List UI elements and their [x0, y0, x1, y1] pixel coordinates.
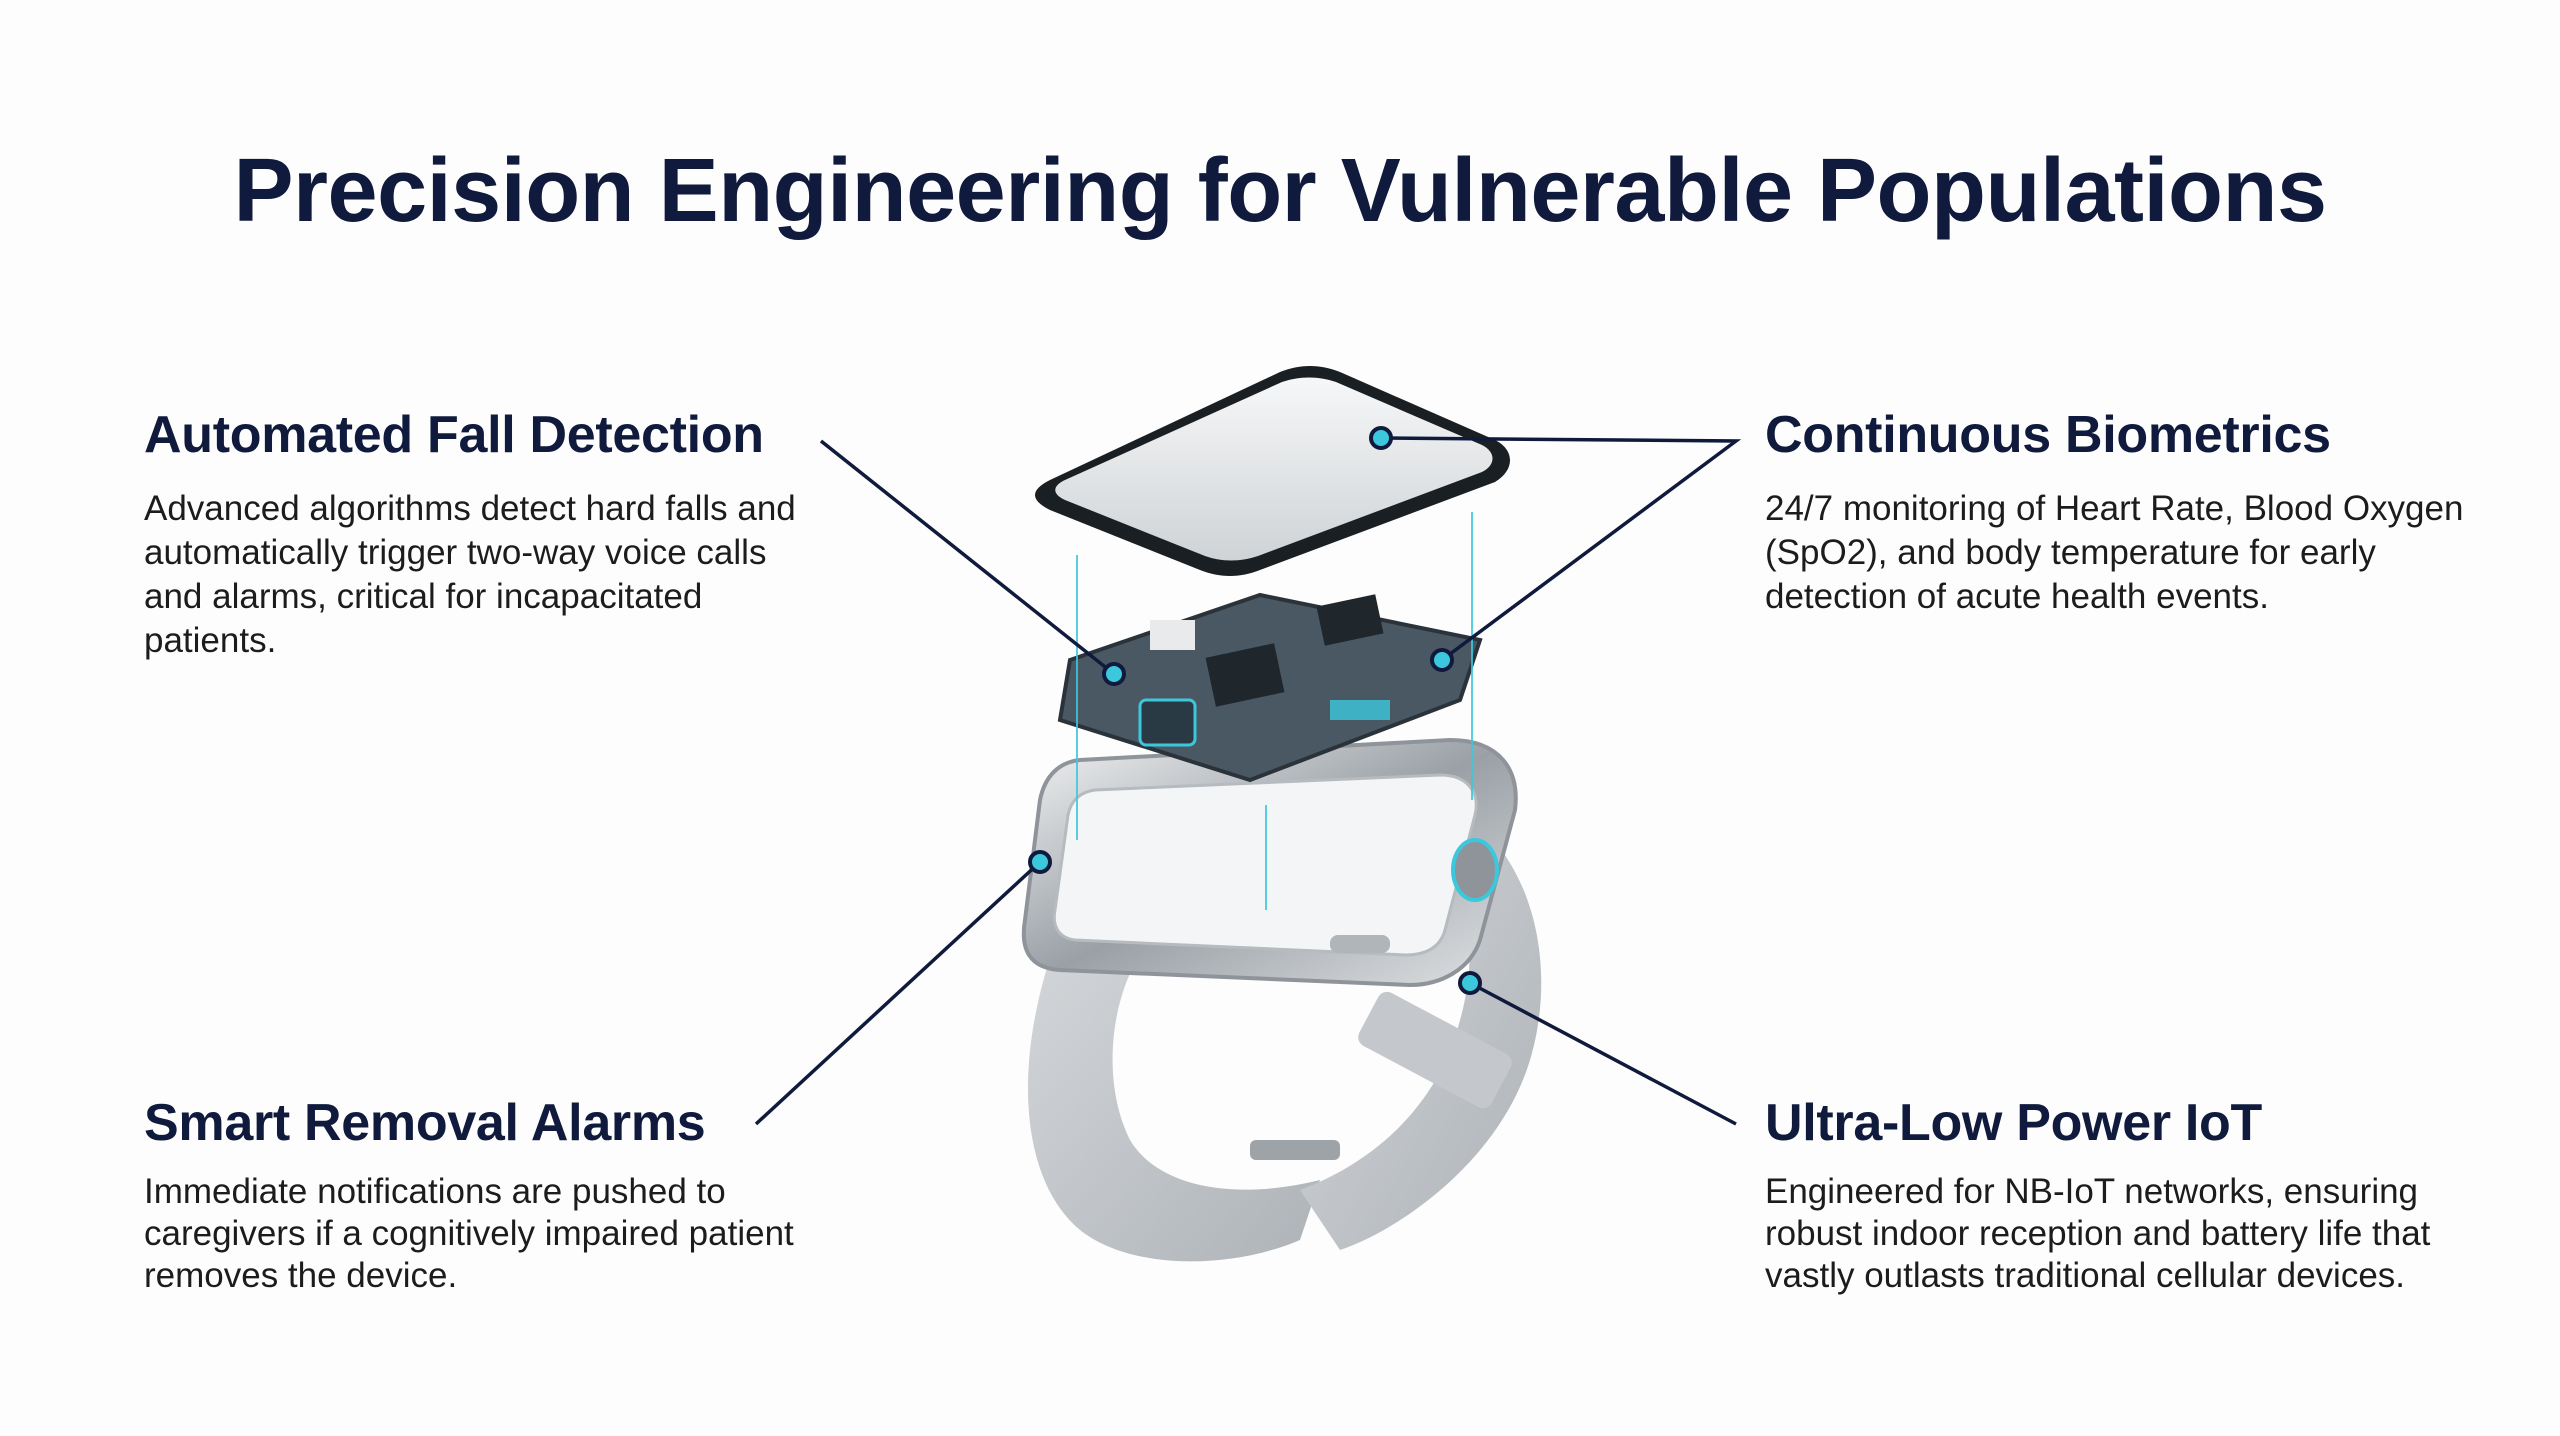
callout-dot-biometrics-board [1430, 648, 1454, 672]
assembly-guide-lines [1076, 512, 1473, 910]
feature-low-power-iot: Ultra-Low Power IoT Engineered for NB-Io… [1765, 1093, 2485, 1297]
feature-heading: Smart Removal Alarms [144, 1094, 706, 1152]
feature-heading: Continuous Biometrics [1765, 406, 2331, 464]
callout-dot-removal-alarm [1028, 850, 1052, 874]
feature-fall-detection: Automated Fall Detection Advanced algori… [144, 405, 864, 663]
callout-lines [754, 436, 1742, 1126]
feature-biometrics: Continuous Biometrics 24/7 monitoring of… [1765, 405, 2485, 619]
watch-screen-glass [1035, 366, 1510, 576]
feature-description: Engineered for NB-IoT networks, ensuring… [1765, 1172, 2431, 1295]
feature-description: Immediate notifications are pushed to ca… [144, 1172, 794, 1295]
feature-description: Advanced algorithms detect hard falls an… [144, 489, 796, 660]
callout-dot-power [1458, 971, 1482, 995]
feature-removal-alarms: Smart Removal Alarms Immediate notificat… [144, 1093, 864, 1297]
circuit-board [1057, 592, 1483, 783]
feature-description: 24/7 monitoring of Heart Rate, Blood Oxy… [1765, 489, 2464, 616]
page-title: Precision Engineering for Vulnerable Pop… [233, 141, 2327, 241]
feature-heading: Ultra-Low Power IoT [1765, 1094, 2262, 1152]
callout-dot-biometrics-screen [1369, 426, 1393, 450]
watch-case [1021, 737, 1518, 988]
feature-heading: Automated Fall Detection [144, 406, 764, 464]
callout-dot-fall-detection [1102, 662, 1126, 686]
